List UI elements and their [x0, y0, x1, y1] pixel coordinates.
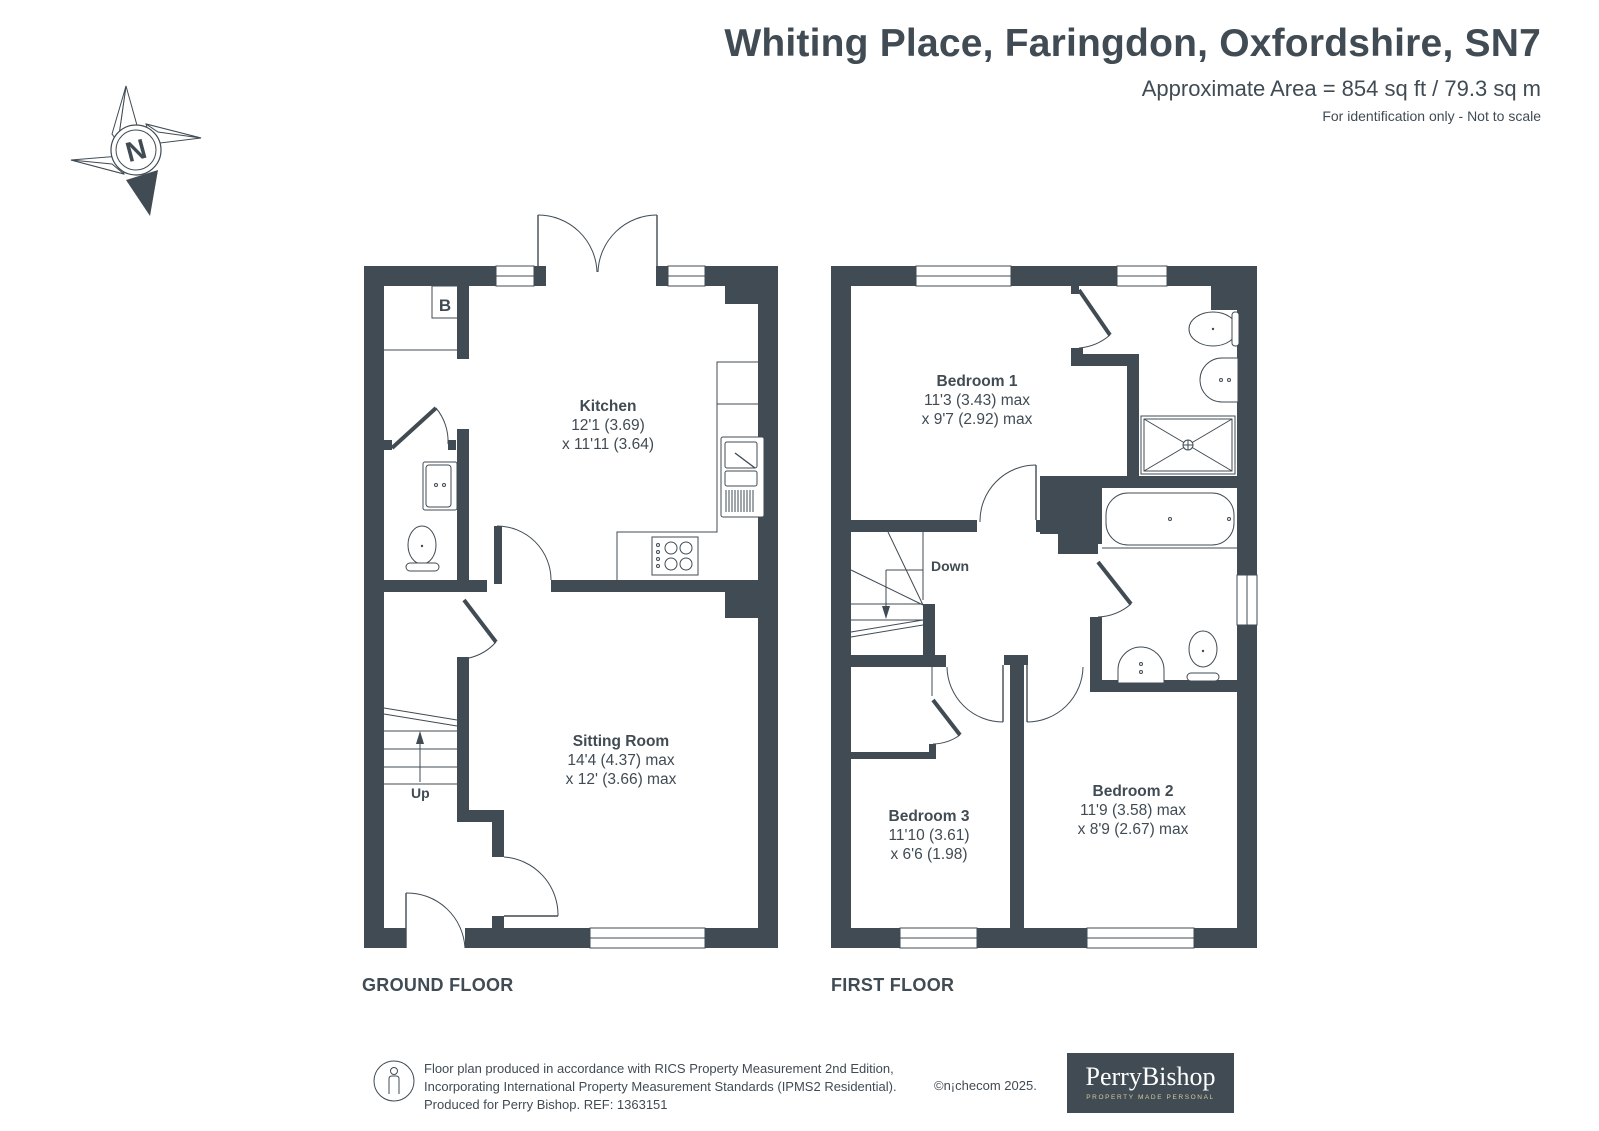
- room-dimension: x 11'11 (3.64): [562, 436, 654, 453]
- room-name: Bedroom 1: [936, 373, 1018, 390]
- room-name: Bedroom 3: [888, 808, 970, 825]
- room-bedroom-2: Bedroom 2 11'9 (3.58) max x 8'9 (2.67) m…: [1078, 782, 1189, 839]
- room-bedroom-1: Bedroom 1 11'3 (3.43) max x 9'7 (2.92) m…: [922, 372, 1033, 429]
- room-kitchen: Kitchen 12'1 (3.69) x 11'11 (3.64): [562, 397, 654, 454]
- person-icon: [373, 1060, 415, 1102]
- stairs-down-label: Down: [931, 558, 970, 574]
- room-name: Sitting Room: [572, 733, 670, 750]
- footer-line: Incorporating International Property Mea…: [424, 1079, 897, 1094]
- footer-line: Produced for Perry Bishop. REF: 1363151: [424, 1097, 668, 1112]
- room-dimension: 12'1 (3.69): [571, 417, 645, 434]
- rics-disclaimer: Floor plan produced in accordance with R…: [424, 1060, 897, 1114]
- first-floor-label: FIRST FLOOR: [831, 975, 955, 995]
- room-name: Kitchen: [579, 398, 637, 415]
- boiler-label: B: [439, 296, 451, 315]
- room-dimension: x 12' (3.66) max: [565, 771, 677, 788]
- scale-disclaimer: For identification only - Not to scale: [1322, 108, 1541, 124]
- room-sitting-room: Sitting Room 14'4 (4.37) max x 12' (3.66…: [566, 732, 677, 789]
- approximate-area: Approximate Area = 854 sq ft / 79.3 sq m: [1141, 76, 1541, 101]
- logo-tagline: PROPERTY MADE PERSONAL: [1086, 1094, 1215, 1101]
- first-floor-plan: [831, 265, 1258, 949]
- room-bedroom-3: Bedroom 3 11'10 (3.61) x 6'6 (1.98): [888, 807, 969, 864]
- copyright-notice: ©n¡checom 2025.: [934, 1078, 1037, 1093]
- room-name: Bedroom 2: [1092, 783, 1174, 800]
- logo-brand: PerryBishop: [1085, 1062, 1216, 1091]
- room-dimension: 11'10 (3.61): [888, 827, 970, 844]
- room-dimension: 14'4 (4.37) max: [567, 752, 675, 769]
- ground-floor-label: GROUND FLOOR: [362, 975, 514, 995]
- north-compass-icon: N: [70, 85, 202, 216]
- room-dimension: x 6'6 (1.98): [890, 846, 968, 863]
- room-dimension: 11'9 (3.58) max: [1079, 802, 1187, 819]
- room-dimension: 11'3 (3.43) max: [923, 392, 1031, 409]
- perry-bishop-logo: PerryBishop PROPERTY MADE PERSONAL: [1067, 1053, 1234, 1113]
- property-title: Whiting Place, Faringdon, Oxfordshire, S…: [724, 22, 1541, 65]
- footer-line: Floor plan produced in accordance with R…: [424, 1061, 894, 1076]
- stairs-up-label: Up: [411, 785, 430, 801]
- room-dimension: x 9'7 (2.92) max: [921, 411, 1033, 428]
- ground-floor-plan: B: [364, 214, 778, 949]
- room-dimension: x 8'9 (2.67) max: [1077, 821, 1189, 838]
